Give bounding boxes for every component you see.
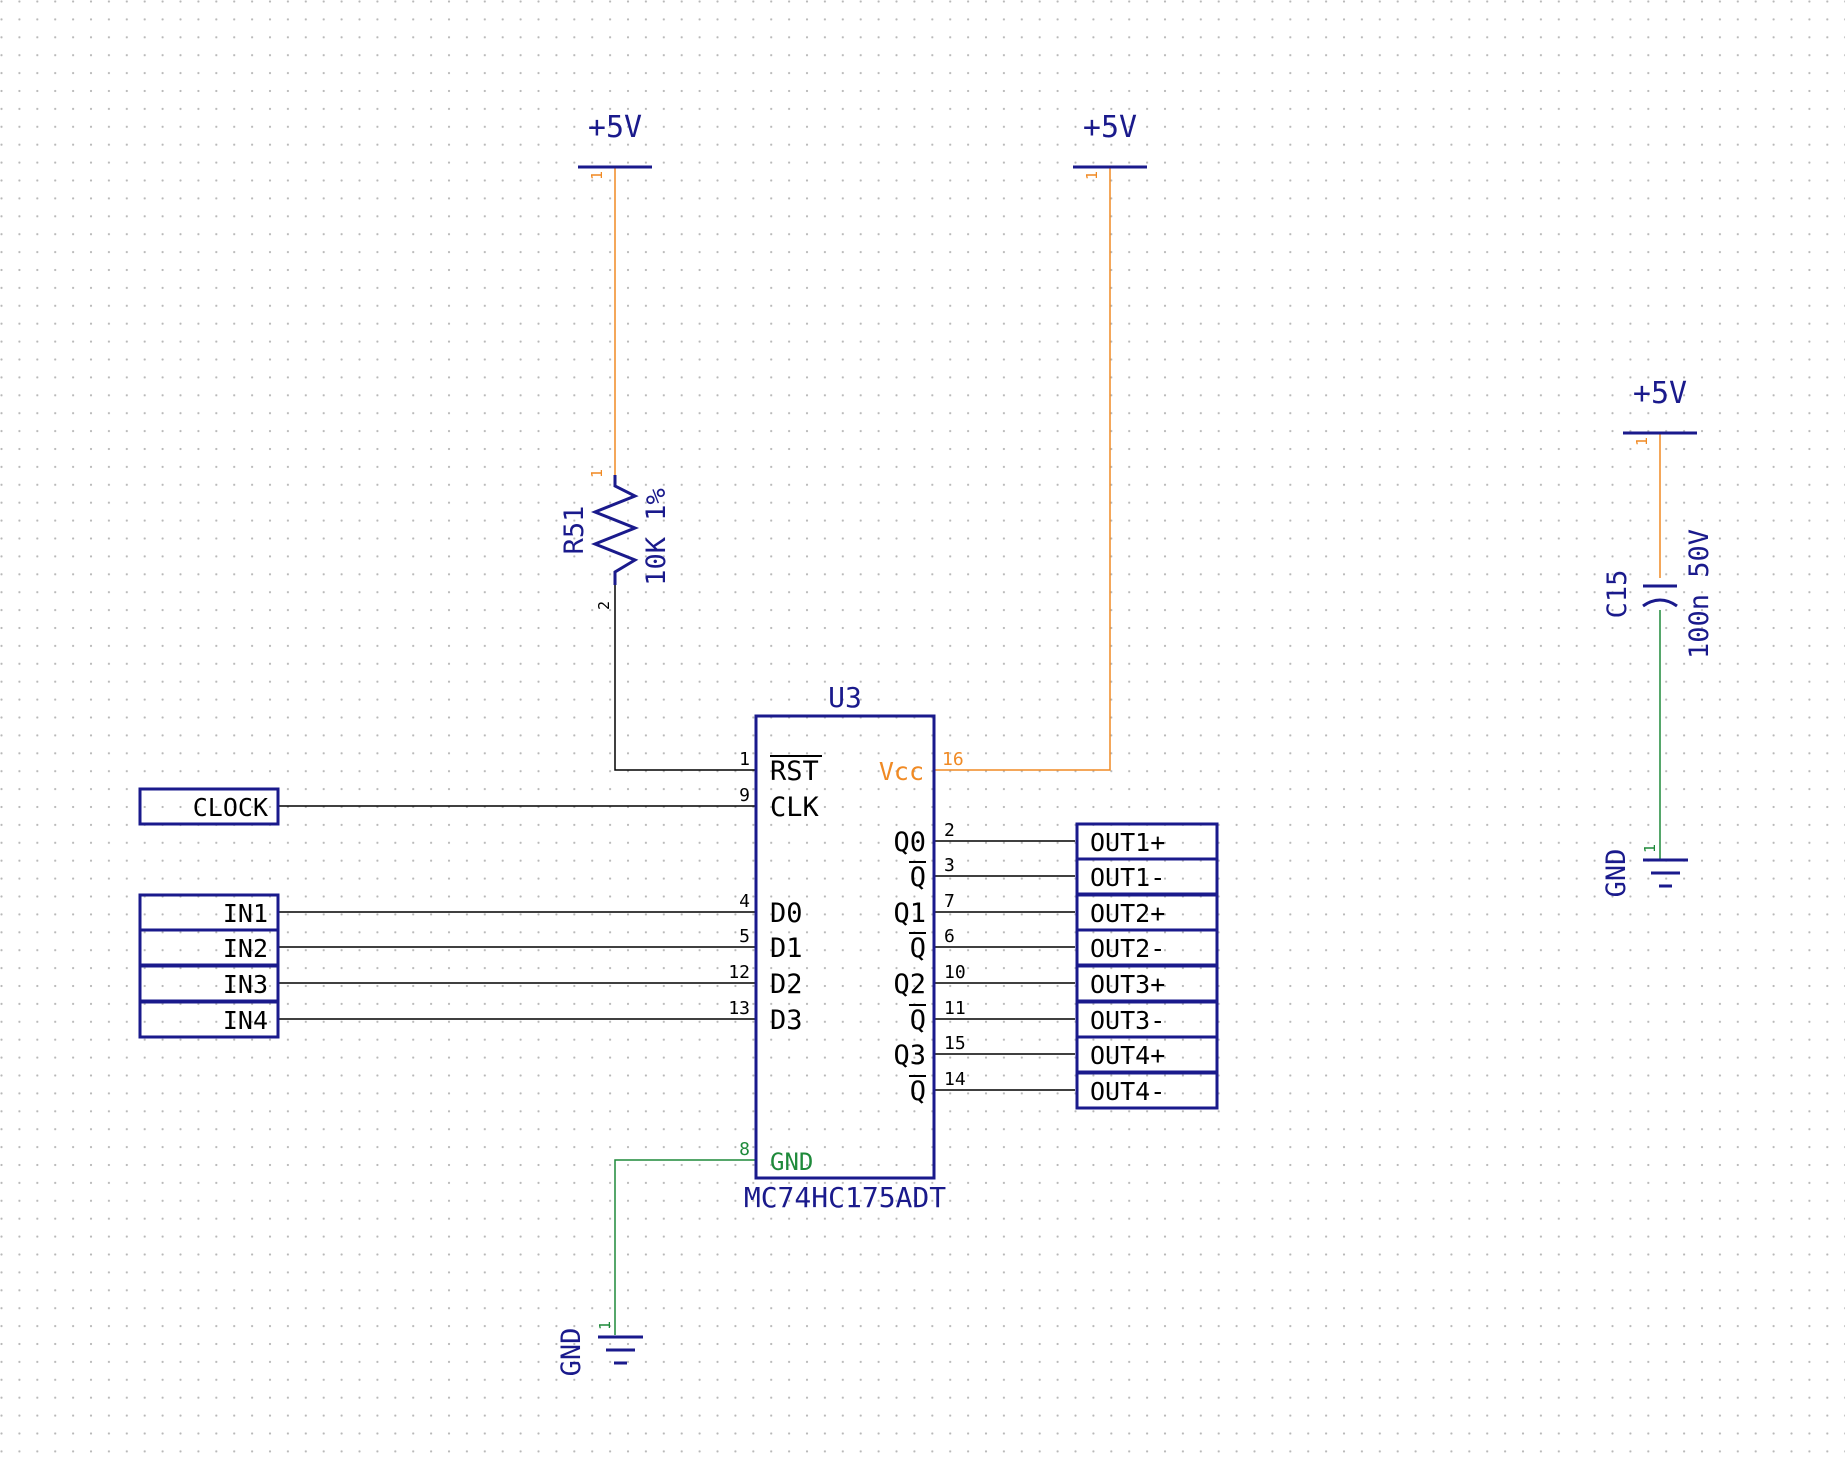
port-in1[interactable]: IN1 (138, 893, 280, 932)
wire-r51-to-rst[interactable] (614, 585, 756, 771)
port-label: IN3 (223, 970, 268, 999)
port-label: OUT1- (1090, 863, 1165, 892)
ground-symbol-u3[interactable]: GND 1 (556, 1321, 643, 1376)
pin-number: 1 (1641, 844, 1659, 853)
pin-name-q2: Q2 (893, 969, 926, 1000)
ground-label: GND (1601, 849, 1632, 898)
pin-name-vcc: Vcc (879, 757, 924, 786)
ground-symbol-c15[interactable]: GND 1 (1601, 844, 1688, 897)
power-label: +5V (1633, 376, 1687, 411)
port-label: OUT1+ (1090, 828, 1165, 857)
pin-name-q3-bar: Q (910, 1076, 926, 1107)
pin-number: 11 (944, 998, 966, 1019)
port-label: OUT2- (1090, 934, 1165, 963)
pin-number: 9 (739, 785, 750, 806)
resistor-value: 10K 1% (641, 488, 672, 586)
port-label: OUT4- (1090, 1077, 1165, 1106)
port-label: OUT3+ (1090, 970, 1165, 999)
port-out3m[interactable]: OUT3- (1075, 1000, 1219, 1039)
port-label: OUT2+ (1090, 899, 1165, 928)
pin-number: 4 (739, 891, 750, 912)
pin-number: 1 (588, 469, 606, 478)
port-label: IN4 (223, 1006, 268, 1035)
resistor-r51[interactable]: R51 10K 1% 1 2 (559, 469, 672, 610)
pin-number: 8 (739, 1139, 750, 1160)
pin-number: 10 (944, 962, 966, 983)
capacitor-ref: C15 (1602, 570, 1633, 619)
port-in2[interactable]: IN2 (138, 928, 280, 967)
power-symbol-5v-a[interactable]: +5V 1 (578, 110, 652, 180)
pin-name-q0: Q0 (893, 827, 926, 858)
port-label: OUT4+ (1090, 1041, 1165, 1070)
pin-number: 14 (944, 1069, 966, 1090)
port-out1m[interactable]: OUT1- (1075, 857, 1219, 896)
port-in4[interactable]: IN4 (138, 1000, 280, 1039)
pin-name-d2: D2 (770, 969, 803, 1000)
pin-number: 15 (944, 1033, 966, 1054)
ground-label: GND (556, 1328, 587, 1377)
pin-number: 2 (595, 601, 613, 610)
pin-name-rst: RST (770, 756, 819, 787)
pin-number: 6 (944, 926, 955, 947)
pin-name-d0: D0 (770, 898, 803, 929)
pin-number: 1 (1633, 437, 1651, 446)
resistor-ref: R51 (559, 506, 590, 555)
pin-number: 1 (739, 749, 750, 770)
port-label: OUT3- (1090, 1006, 1165, 1035)
pin-number: 16 (942, 749, 964, 770)
pin-name-d3: D3 (770, 1005, 803, 1036)
ic-part-number: MC74HC175ADT (744, 1181, 946, 1214)
port-label: CLOCK (193, 793, 268, 822)
pin-number: 1 (1083, 171, 1101, 180)
pin-number: 2 (944, 820, 955, 841)
pin-number: 7 (944, 891, 955, 912)
ic-u3[interactable]: U3 MC74HC175ADT 1 RST 9 CLK 4 D0 5 D1 12… (728, 681, 965, 1214)
pin-number: 5 (739, 926, 750, 947)
pin-name-gnd: GND (770, 1148, 813, 1176)
pin-number: 12 (728, 962, 750, 983)
capacitor-value: 100n 50V (1684, 529, 1715, 659)
port-in3[interactable]: IN3 (138, 964, 280, 1003)
pin-name-clk: CLK (770, 792, 820, 823)
port-out2m[interactable]: OUT2- (1075, 928, 1219, 967)
pin-name-q3: Q3 (893, 1040, 926, 1071)
ic-ref: U3 (828, 681, 862, 714)
wire-5v-to-vcc[interactable] (934, 168, 1111, 771)
power-label: +5V (1083, 110, 1137, 145)
pin-number: 3 (944, 855, 955, 876)
port-label: IN2 (223, 934, 268, 963)
capacitor-c15[interactable]: C15 100n 50V (1602, 529, 1715, 659)
pin-name-q1-bar: Q (910, 933, 926, 964)
pin-number: 1 (588, 171, 606, 180)
port-clock[interactable]: CLOCK (138, 787, 280, 826)
pin-number: 13 (728, 998, 750, 1019)
power-symbol-5v-c[interactable]: +5V 1 (1623, 376, 1697, 446)
pin-name-d1: D1 (770, 933, 803, 964)
power-label: +5V (588, 110, 642, 145)
power-symbol-5v-b[interactable]: +5V 1 (1073, 110, 1147, 180)
pin-name-q1: Q1 (893, 898, 926, 929)
pin-name-q0-bar: Q (910, 862, 926, 893)
pin-number: 1 (596, 1321, 614, 1330)
port-out4m[interactable]: OUT4- (1075, 1071, 1219, 1110)
pin-name-q2-bar: Q (910, 1005, 926, 1036)
wire-u3-gnd[interactable] (614, 1159, 756, 1335)
port-label: IN1 (223, 899, 268, 928)
